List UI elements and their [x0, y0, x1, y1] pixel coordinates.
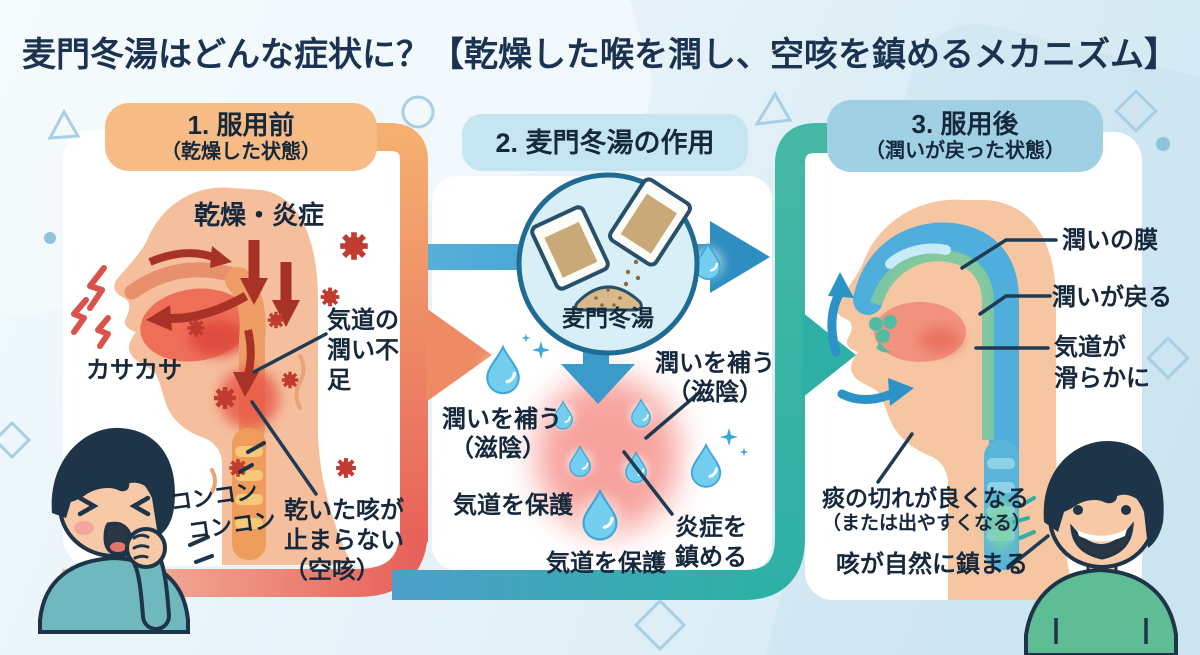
panel3-header: 3. 服用後 （潤いが戻った状態）	[827, 100, 1103, 172]
label-kasakasa: カサカサ	[86, 357, 182, 384]
coughing-man-illustration	[38, 427, 190, 634]
medicine-packet-icon	[530, 205, 610, 291]
panel3-header-title: 3. 服用後	[911, 108, 1019, 139]
phlegm-line2: （または出やすくなる）	[822, 513, 1032, 534]
dry-cough-line2: 止まらない	[284, 527, 404, 554]
label-dry-inflammation: 乾燥・炎症	[194, 200, 325, 230]
label-calm-inflammation: 炎症を 鎮める	[675, 513, 747, 573]
panel3-header-sub: （潤いが戻った状態）	[865, 139, 1065, 162]
deco-diamond-icon	[1146, 336, 1190, 380]
panel1-header-title: 1. 服用前	[187, 109, 295, 140]
deco-dot-icon	[1156, 137, 1170, 151]
phlegm-line1: 痰の切れが良くなる	[822, 485, 1029, 511]
deco-triangle-icon	[47, 108, 81, 140]
deco-dot-icon	[44, 232, 56, 244]
lightning-icon	[71, 265, 111, 349]
moisten-right-line2: （滋陰）	[667, 379, 763, 406]
panel1-header: 1. 服用前 （乾燥した状態）	[105, 103, 377, 171]
happy-tick-icon	[1012, 496, 1036, 540]
dry-cough-line1: 乾いた咳が	[284, 497, 404, 524]
label-protect-bottom: 気道を保護	[546, 550, 666, 577]
calm-line1: 炎症を	[675, 514, 747, 541]
panel2-header: 2. 麦門冬湯の作用	[462, 114, 748, 171]
dry-cough-line3: （空咳）	[284, 557, 380, 584]
calm-line2: 鎮める	[675, 544, 747, 571]
label-airway-smooth: 気道が 滑らかに	[1054, 332, 1150, 394]
arrow-down-blue-icon	[561, 364, 635, 404]
deco-diamond-icon	[1114, 89, 1158, 133]
airflow-arrow-icon	[146, 246, 259, 397]
pointer-line	[250, 332, 328, 496]
label-moisten-right: 潤いを補う （滋陰）	[655, 349, 775, 407]
smooth-line2: 滑らかに	[1054, 365, 1150, 392]
throat-illustration-before	[71, 187, 368, 565]
panel2-header-title: 2. 麦門冬湯の作用	[495, 127, 715, 158]
deco-shapes	[0, 89, 1190, 652]
medicine-packet-icon	[608, 177, 692, 267]
moisten-left-line1: 潤いを補う	[442, 406, 562, 433]
arrow-right-blue-icon	[710, 221, 770, 293]
label-moisture-back: 潤いが戻る	[1052, 284, 1172, 311]
down-arrow-red-icon	[240, 240, 300, 327]
deco-diamond-icon	[633, 598, 687, 652]
label-protect-left: 気道を保護	[453, 492, 573, 519]
label-medicine-name: 麦門冬湯	[562, 305, 654, 331]
arrow-right-teal-icon	[802, 312, 856, 398]
powder-stream-icon	[623, 259, 641, 287]
label-cough-calm: 咳が自然に鎮まる	[836, 551, 1028, 578]
moisten-left-line2: （滋陰）	[450, 435, 546, 462]
moisture-swirl-icon	[869, 315, 897, 353]
pointer-line	[876, 238, 1058, 570]
breath-arrow-icon	[827, 272, 914, 406]
deco-circle-icon	[401, 95, 435, 129]
panel1-header-sub: （乾燥した状態）	[161, 140, 321, 163]
label-phlegm: 痰の切れが良くなる （または出やすくなる）	[822, 484, 1031, 536]
label-moisture-film: 潤いの膜	[1062, 227, 1158, 254]
poster-title: 麦門冬湯はどんな症状に？【乾燥した喉を潤し、空咳を鎮めるメカニズム】	[22, 36, 1178, 74]
medicine-circle	[516, 172, 700, 356]
smooth-line1: 気道が	[1054, 334, 1126, 361]
deco-triangle-icon	[754, 91, 793, 126]
happy-man-illustration	[1012, 440, 1178, 655]
label-dry-cough: 乾いた咳が 止まらない （空咳）	[284, 496, 404, 586]
deco-diamond-icon	[0, 420, 32, 460]
flow-band-teal	[392, 123, 856, 600]
pointer-line	[622, 390, 702, 516]
moisten-right-line1: 潤いを補う	[655, 350, 775, 377]
arrow-right-orange-icon	[426, 308, 492, 402]
powder-pile-icon	[573, 285, 643, 312]
label-airway-dry: 気道の潤い不足	[327, 307, 399, 394]
label-moisten-left: 潤いを補う （滋陰）	[442, 405, 562, 463]
throat-illustration-after	[827, 199, 1075, 600]
panel2-action-art	[483, 172, 749, 539]
cough-tick-icon	[188, 441, 266, 564]
